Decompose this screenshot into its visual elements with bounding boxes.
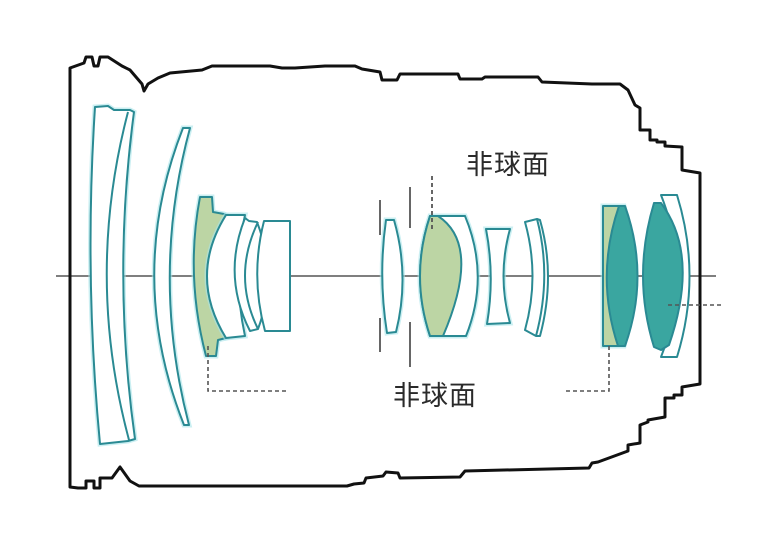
front-meniscus-element-1 (88, 103, 138, 447)
lens-group-2 (204, 212, 291, 341)
aperture-group-element (379, 217, 406, 336)
front-meniscus-element-2 (151, 125, 194, 428)
aspherical-label-bottom: 非球面 (393, 381, 477, 412)
aspherical-leader-line-front (207, 346, 286, 392)
lens-barrel-outline (68, 55, 702, 490)
aspherical-element-middle (417, 213, 481, 339)
rear-lens-group (600, 194, 691, 358)
aspherical-leader-line-rear (566, 346, 610, 392)
aperture-stop-marks (379, 187, 411, 367)
lens-group-4 (482, 218, 549, 337)
aspherical-label-top: 非球面 (466, 150, 550, 181)
